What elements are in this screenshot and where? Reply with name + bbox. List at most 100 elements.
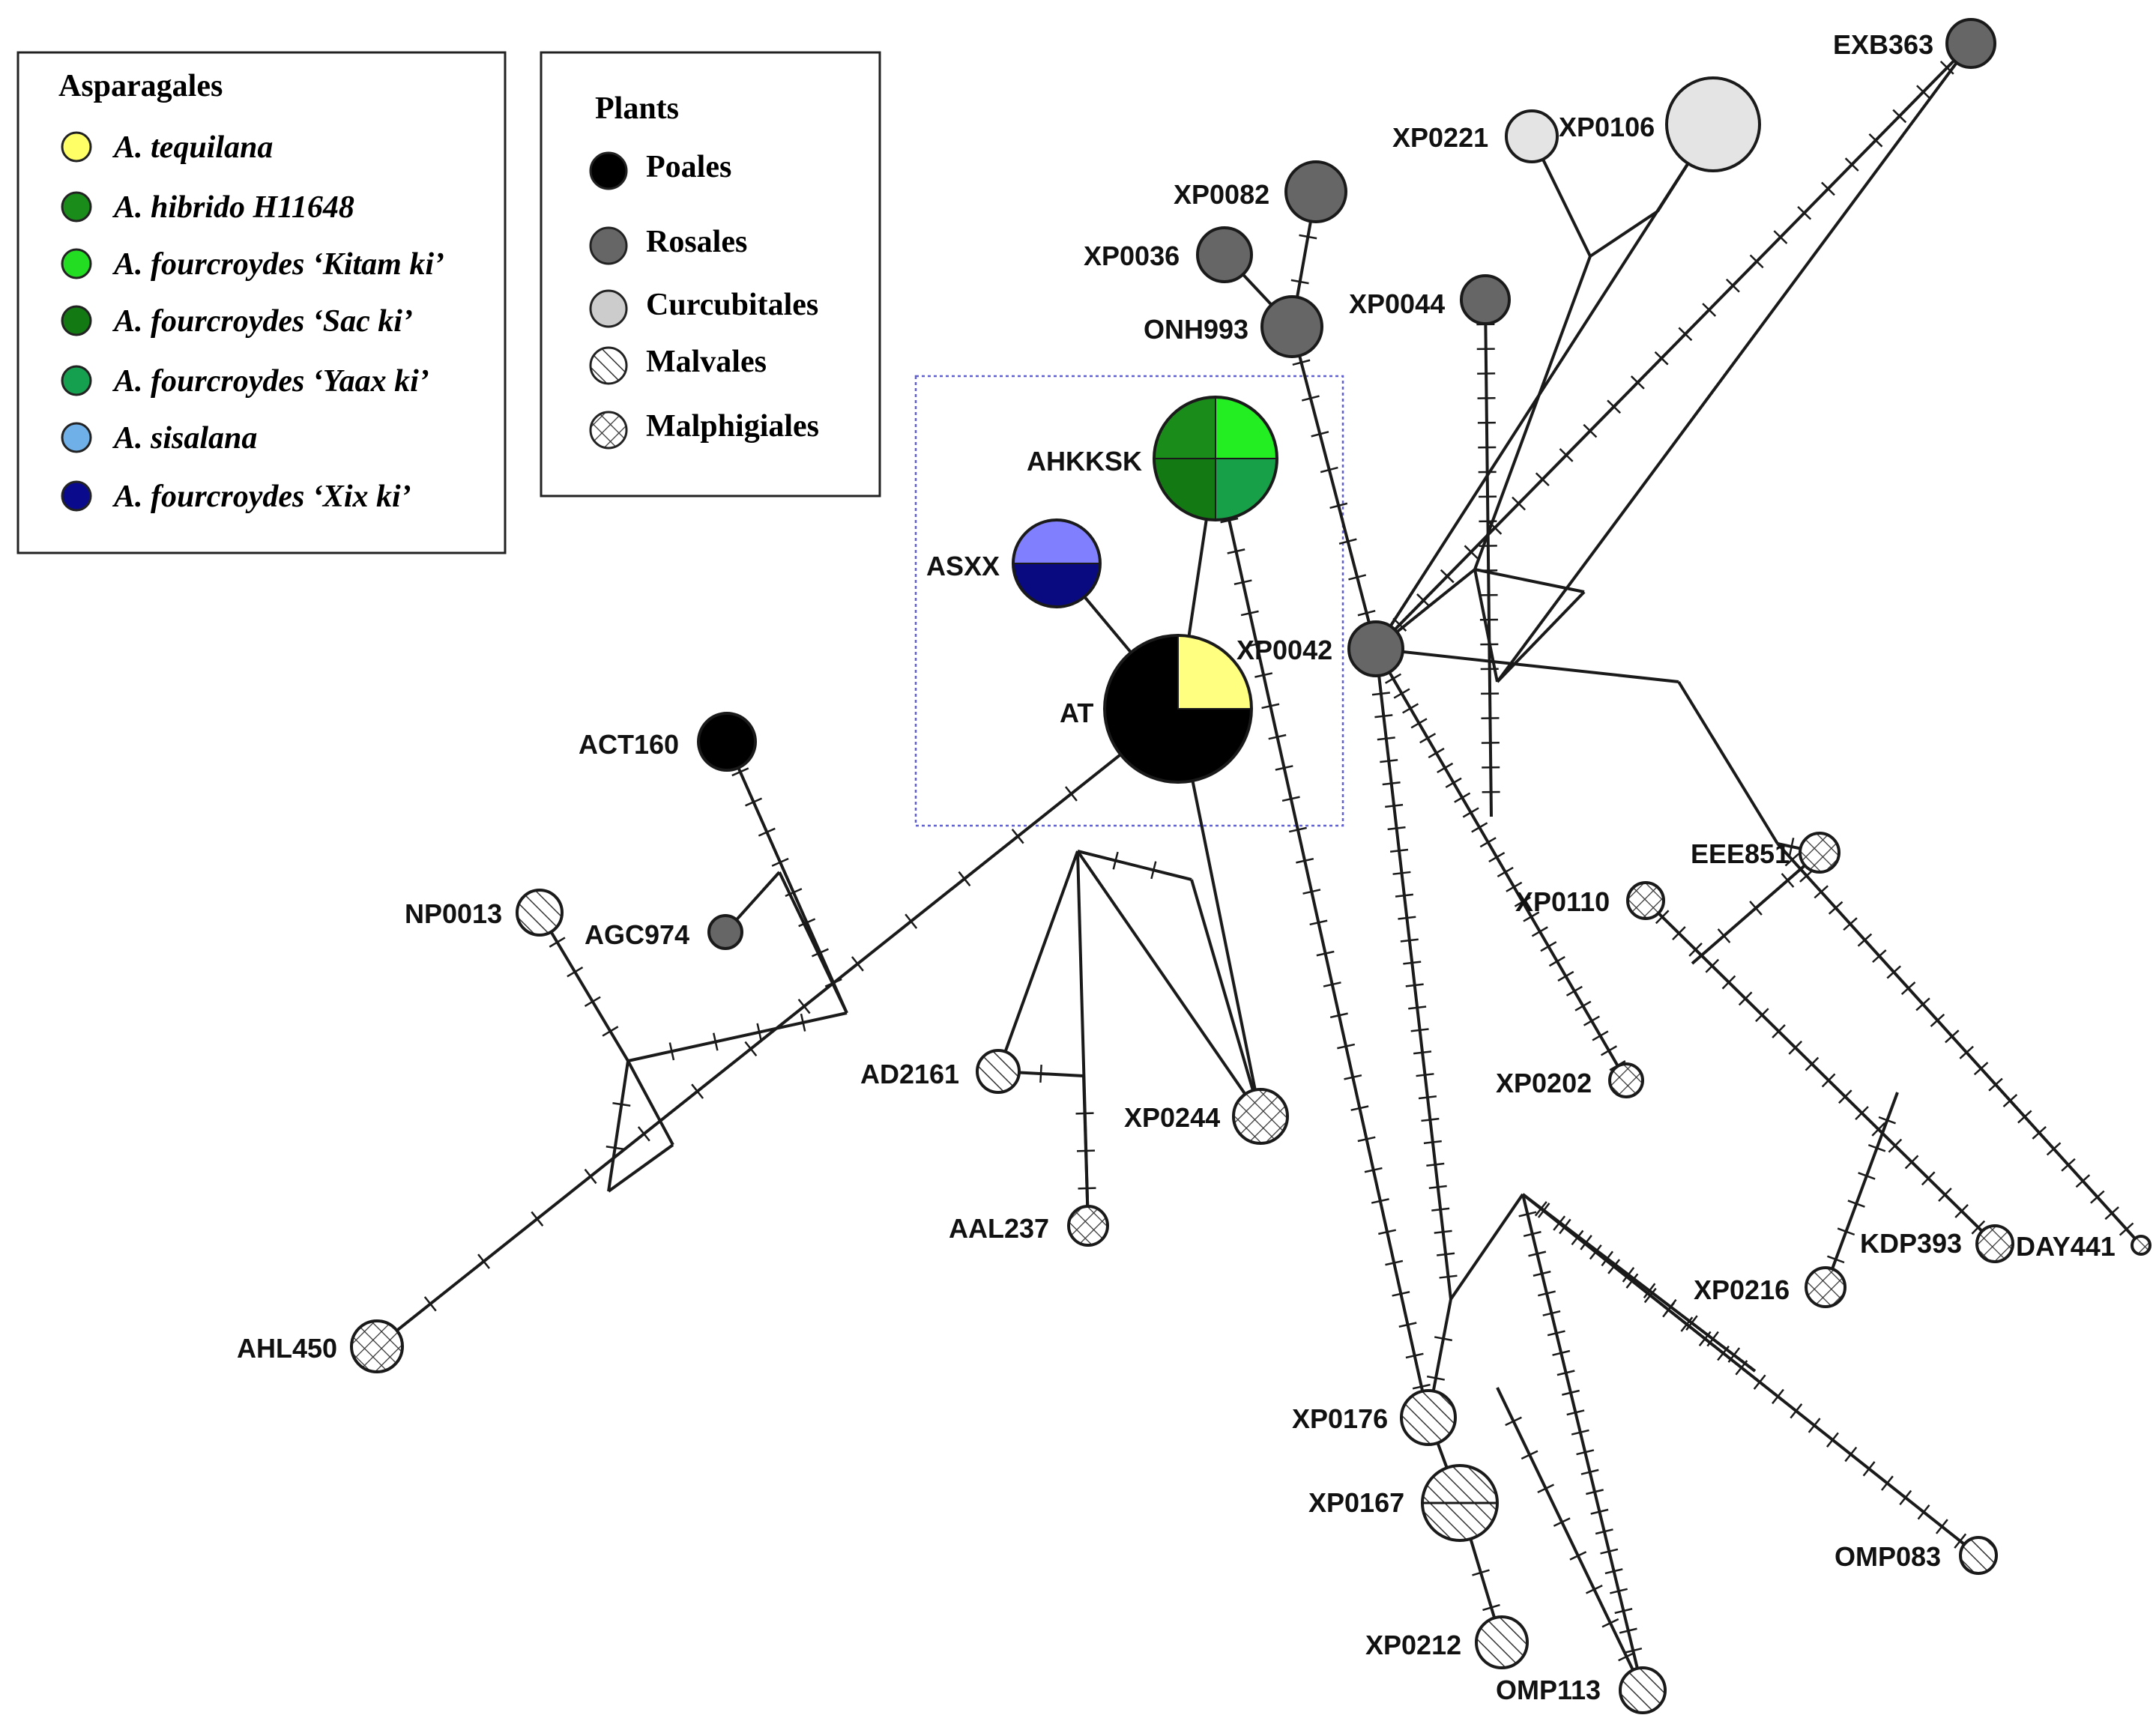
node-AD2161: [976, 1049, 1021, 1094]
node-AHKKSK: [1153, 396, 1278, 521]
mutation-tick: [1590, 1508, 1609, 1515]
mutation-tick: [1655, 910, 1670, 925]
mutation-tick: [1857, 933, 1873, 947]
mutation-tick: [2075, 1174, 2091, 1188]
mutation-tick: [1275, 765, 1293, 771]
mutation-tick: [785, 888, 803, 898]
edge-j2-j4: [627, 1011, 848, 1062]
legend-asparagales-title: Asparagales: [58, 69, 223, 103]
mutation-tick: [1537, 1483, 1555, 1493]
node-NP0013: [516, 889, 564, 937]
mutation-tick: [1412, 1383, 1431, 1390]
mutation-tick: [2119, 1222, 2134, 1236]
mutation-tick: [1619, 1627, 1637, 1634]
mutation-tick: [1858, 1172, 1876, 1180]
mutation-tick: [1011, 829, 1024, 844]
label-XP0044: XP0044: [1349, 288, 1445, 319]
node-XP0044: [1460, 274, 1511, 325]
mutation-tick: [1790, 1403, 1803, 1419]
mutation-tick: [1150, 861, 1157, 880]
node-XP0176: [1400, 1389, 1457, 1446]
node-XP0082: [1284, 160, 1347, 223]
legend-swatch-3: [61, 305, 92, 336]
mutation-tick: [1472, 1569, 1490, 1576]
mutation-tick: [1392, 1291, 1410, 1297]
mutation-tick: [1899, 1489, 1912, 1506]
mutation-tick: [824, 978, 842, 988]
label-XP0202: XP0202: [1496, 1068, 1592, 1098]
mutation-tick: [1717, 928, 1731, 943]
mutation-tick: [1299, 234, 1317, 240]
edge-XP0044-j8: [1484, 299, 1493, 817]
mutation-tick: [1855, 1106, 1869, 1120]
mutation-tick: [1945, 1029, 1960, 1044]
mutation-tick: [1592, 1030, 1609, 1041]
mutation-tick: [1643, 1287, 1657, 1304]
edge-XP0110-KDP393: [1644, 899, 1996, 1245]
mutation-tick: [1410, 1028, 1429, 1032]
mutation-tick: [2061, 1158, 2076, 1172]
mutation-tick: [1753, 1374, 1766, 1390]
mutation-tick: [1227, 548, 1245, 554]
mutation-tick: [1423, 1140, 1442, 1145]
mutation-tick: [1553, 1517, 1571, 1527]
node-XP0110: [1626, 881, 1665, 920]
mutation-tick: [1540, 941, 1557, 952]
edge-NP0013-j4: [538, 911, 629, 1062]
mutation-tick: [1371, 692, 1390, 696]
legend-plants: Plants PoalesRosalesCurcubitalesMalvales…: [540, 51, 881, 497]
legend-plants-item: Malvales: [646, 345, 767, 379]
mutation-tick: [531, 1211, 544, 1227]
node-EXB363: [1945, 18, 1996, 69]
mutation-tick: [1586, 1489, 1604, 1495]
mutation-tick: [606, 1145, 624, 1151]
node-XP0042: [1347, 620, 1404, 677]
mutation-tick: [1528, 1250, 1547, 1257]
legend-swatch-6: [61, 480, 92, 512]
edge-j17-OMP113: [1521, 1194, 1644, 1691]
label-XP0106: XP0106: [1559, 112, 1655, 142]
legend-plants-item: Malphigiales: [646, 409, 819, 444]
mutation-tick: [1364, 1167, 1383, 1173]
mutation-tick: [1571, 1230, 1584, 1246]
mutation-tick: [1405, 983, 1424, 988]
mutation-tick: [1784, 853, 1800, 867]
legend-plants-item: Curcubitales: [646, 288, 818, 322]
mutation-tick: [1562, 1389, 1580, 1396]
mutation-tick: [1847, 1200, 1865, 1208]
mutation-tick: [800, 1013, 806, 1032]
mutation-tick: [1624, 1648, 1643, 1654]
mutation-tick: [1290, 279, 1309, 285]
edge-AHKKSK-XP0176: [1214, 458, 1430, 1418]
mutation-tick: [1514, 896, 1531, 907]
mutation-tick: [1904, 1155, 1919, 1170]
mutation-tick: [1395, 893, 1413, 898]
edge-j12-EXB363: [1496, 42, 1972, 683]
legend-plants-item: Poales: [646, 150, 731, 184]
legend-plants-swatch-3: [589, 346, 628, 385]
mutation-tick: [1821, 181, 1835, 196]
mutation-tick: [1872, 949, 1887, 964]
mutation-tick: [1821, 1073, 1836, 1088]
edge-j4-j6: [626, 1060, 674, 1146]
mutation-tick: [1531, 926, 1548, 937]
label-OMP113: OMP113: [1496, 1675, 1601, 1705]
mutation-tick: [1702, 303, 1717, 317]
mutation-tick: [1445, 777, 1462, 788]
mutation-tick: [1580, 1469, 1599, 1475]
mutation-tick: [612, 1101, 631, 1107]
edge-XP0042-j14: [1375, 647, 1679, 683]
mutation-tick: [1403, 961, 1422, 965]
mutation-tick: [1378, 1229, 1397, 1236]
mutation-tick: [2032, 1125, 2047, 1140]
mutation-tick: [1471, 822, 1488, 833]
mutation-tick: [1398, 916, 1416, 920]
edge-j14-j15: [1677, 680, 1779, 845]
mutation-tick: [1462, 807, 1479, 818]
node-ONH993: [1260, 295, 1323, 358]
mutation-tick: [1559, 448, 1574, 462]
mutation-tick: [1828, 901, 1844, 915]
mutation-tick: [1915, 997, 1930, 1011]
mutation-tick: [1843, 917, 1858, 931]
edge-j16-XP0216: [1824, 1092, 1899, 1288]
